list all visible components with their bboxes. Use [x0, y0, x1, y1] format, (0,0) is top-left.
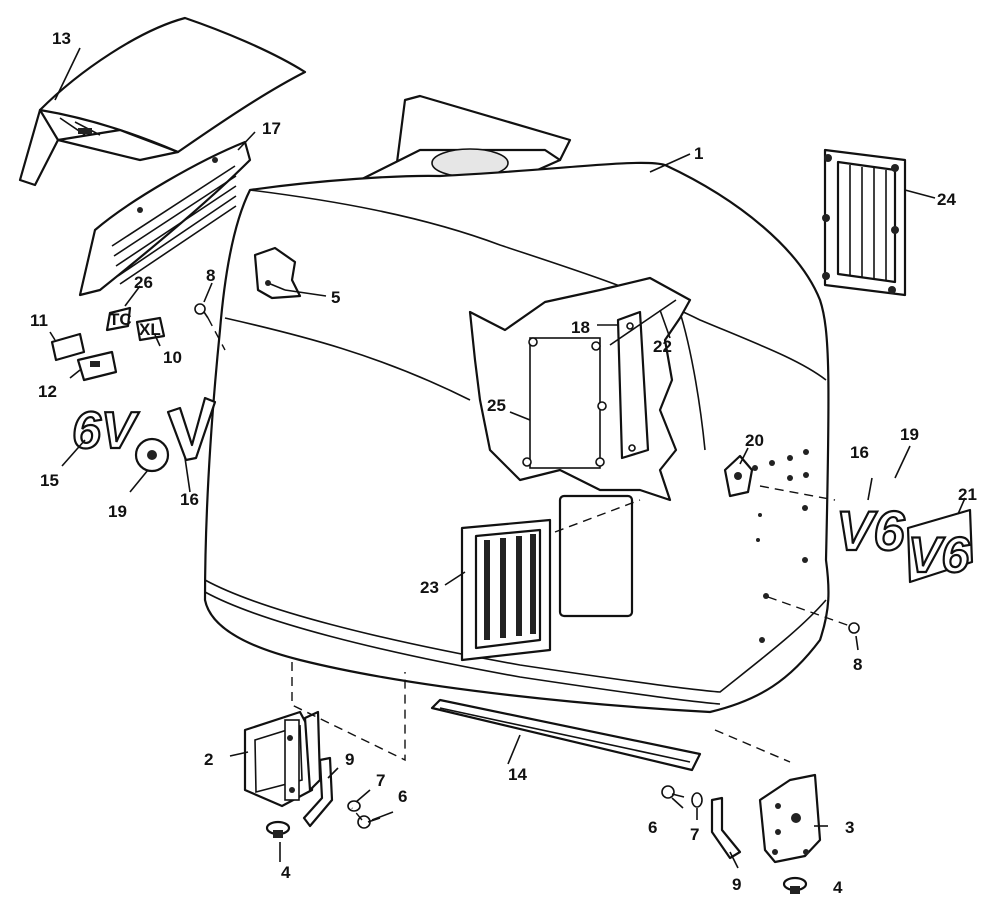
callout-20: 20: [745, 431, 764, 450]
callout-4-right: 4: [833, 878, 843, 897]
latch-2: [243, 710, 322, 808]
screw-6-right: [661, 785, 685, 799]
callout-18: 18: [571, 318, 590, 337]
leader-lines: [49, 47, 966, 869]
side-louver: [78, 140, 252, 297]
clip-5: [253, 246, 302, 300]
washer-7-left: [347, 800, 361, 812]
cutaway-recess: [468, 276, 692, 502]
callout-9-right: 9: [732, 875, 741, 894]
callout-7-left: 7: [376, 771, 385, 790]
seal-strip-14: [430, 698, 702, 772]
decal-11: [50, 332, 86, 362]
decal-26: TC: [105, 306, 132, 332]
screw-8-left: [194, 303, 209, 319]
callout-10: 10: [163, 348, 182, 367]
bracket-9-left: [302, 756, 334, 828]
callout-22: 22: [653, 337, 672, 356]
callout-9-left: 9: [345, 750, 354, 769]
v6-emblem-text: V6: [836, 499, 905, 562]
front-louver: [460, 518, 552, 662]
decal-10-text: XL: [139, 320, 161, 339]
callout-19-right: 19: [900, 425, 919, 444]
callout-23: 23: [420, 578, 439, 597]
callout-15: 15: [40, 471, 59, 490]
callout-2: 2: [204, 750, 213, 769]
screw-8-right: [848, 622, 860, 634]
callout-8-left: 8: [206, 266, 215, 285]
callout-17: 17: [262, 119, 281, 138]
callout-16-left: 16: [180, 490, 199, 509]
top-lid: [18, 16, 307, 187]
callout-14: 14: [508, 765, 527, 784]
callout-6-right: 6: [648, 818, 657, 837]
callout-13: 13: [52, 29, 71, 48]
emblem-16-left: [166, 396, 217, 462]
callout-21: 21: [958, 485, 977, 504]
decal-10: XL: [135, 316, 166, 342]
callout-12: 12: [38, 382, 57, 401]
washer-7-right: [691, 792, 703, 808]
knob-4-left: [265, 820, 291, 838]
knob-4-right: [782, 876, 808, 894]
badge-15-text: 6V: [72, 402, 140, 460]
badge-15: 6V: [71, 401, 141, 461]
v6-decal-text: V6: [908, 527, 970, 583]
callout-5: 5: [331, 288, 340, 307]
callout-6-left: 6: [398, 787, 407, 806]
callout-7-right: 7: [690, 825, 699, 844]
callout-16-right: 16: [850, 443, 869, 462]
callout-24: 24: [937, 190, 956, 209]
callout-8-right: 8: [853, 655, 862, 674]
right-louver: [822, 148, 907, 297]
callout-26: 26: [134, 273, 153, 292]
plate-20: [723, 454, 754, 498]
callout-11: 11: [30, 311, 48, 330]
callout-25: 25: [487, 396, 506, 415]
callout-3: 3: [845, 818, 854, 837]
decal-26-text: TC: [109, 310, 132, 329]
decal-12: [76, 350, 118, 382]
v6-decal-21: V6: [906, 508, 974, 584]
callout-4-left: 4: [281, 863, 291, 882]
callout-labels: 1 2 3 4 4 5 6 6 7 7 8 8 9 9 10 11 12 13 …: [30, 29, 977, 897]
callout-19-left: 19: [108, 502, 127, 521]
latch-3: [758, 773, 822, 864]
v6-emblem-16-19: V6: [835, 498, 907, 563]
assembly-lines: [207, 317, 851, 821]
callout-1: 1: [694, 144, 703, 163]
bracket-9-right: [710, 796, 742, 860]
emblem-19-left: [134, 437, 170, 473]
